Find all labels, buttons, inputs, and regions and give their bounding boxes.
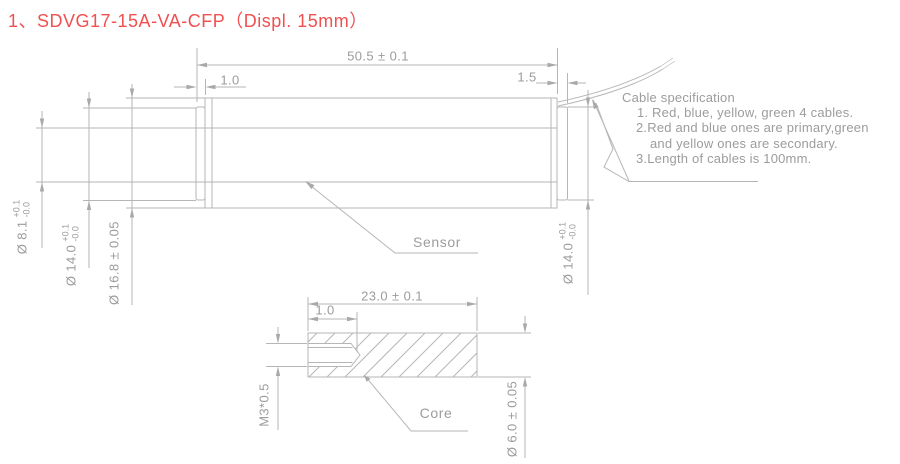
dim-sensor-front-cap: 1.0 <box>220 72 240 88</box>
sensor-body-outline <box>36 97 594 209</box>
core-outline <box>307 332 478 378</box>
cable-note-heading: Cable specification <box>622 90 735 105</box>
cable-specification-note: Cable specification 1. Red, blue, yellow… <box>622 90 869 166</box>
cable-lines <box>557 57 676 107</box>
cable-note-item2b: and yellow ones are secondary. <box>650 135 838 151</box>
dim-core-thread-depth: 1.0 <box>315 302 335 318</box>
core-label: Core <box>419 405 453 421</box>
dim-core-thread: M3*0.5 <box>256 383 272 427</box>
page-title: 1、SDVG17-15A-VA-CFP（Displ. 15mm） <box>8 11 368 31</box>
dim-sensor-rear-cap: 1.5 <box>517 69 537 85</box>
dim-sensor-rear-od: Ø 14.0+0.1-0.0 <box>557 221 578 285</box>
dim-sensor-length: 50.5 ± 0.1 <box>347 48 409 64</box>
cable-note-item1: 1. Red, blue, yellow, green 4 cables. <box>637 105 854 121</box>
cable-note-item3: 3.Length of cables is 100mm. <box>636 150 812 166</box>
dim-core-length: 23.0 ± 0.1 <box>361 288 423 304</box>
dim-sensor-front-od: Ø 14.0+0.1-0.0 <box>60 223 81 287</box>
core-leader-line <box>364 375 468 432</box>
sensor-dimension-lines <box>41 48 589 305</box>
dim-sensor-bore: Ø 8.1+0.1-0.0 <box>11 199 32 255</box>
core-dimension-lines <box>266 297 531 458</box>
dim-sensor-body-od: Ø 16.8 ± 0.05 <box>106 221 122 305</box>
dim-core-od: Ø 6.0 ± 0.05 <box>504 380 520 458</box>
sensor-label: Sensor <box>413 234 461 250</box>
core-thread-hole <box>307 343 361 367</box>
cable-leader-line <box>592 99 758 182</box>
cable-note-item2: 2.Red and blue ones are primary,green <box>636 120 869 136</box>
sensor-leader-line <box>305 181 478 254</box>
dimension-arrowheads <box>39 62 599 387</box>
